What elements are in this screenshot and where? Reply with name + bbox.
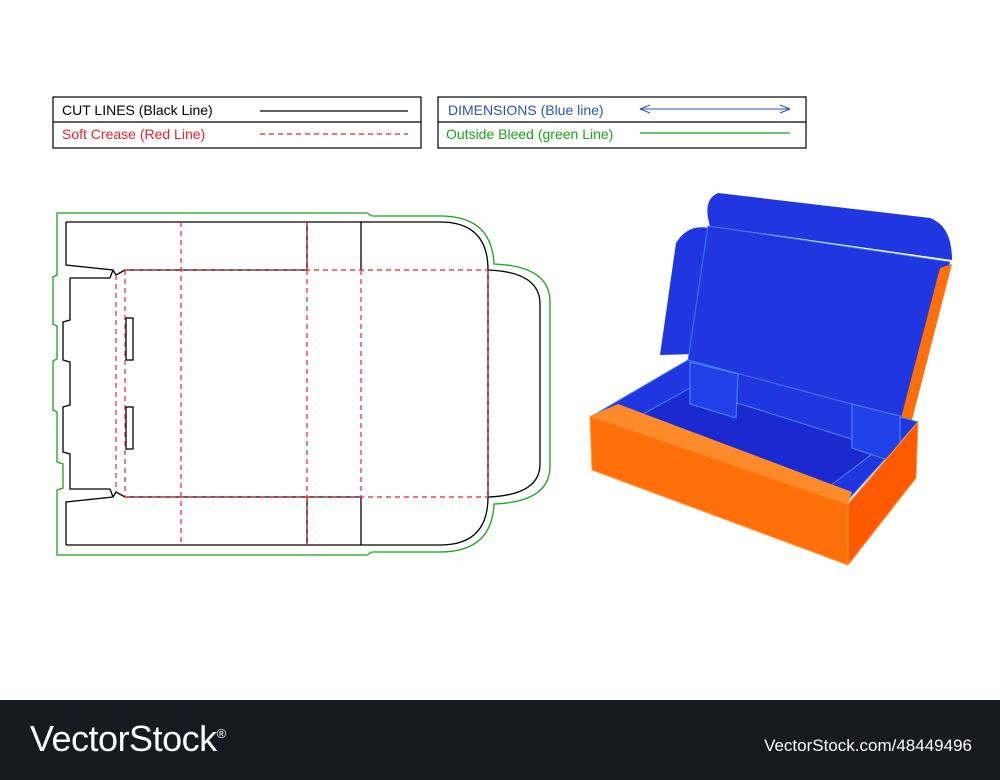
lid-side — [900, 264, 952, 422]
brand-name: VectorStock — [30, 718, 217, 759]
crease-lines — [115, 222, 489, 545]
brand-logo[interactable]: VectorStock® — [30, 718, 226, 760]
box-front-rim — [590, 404, 852, 504]
flat-dieline — [52, 212, 551, 556]
box-3d-illustration — [589, 193, 952, 567]
registered-mark: ® — [216, 726, 227, 741]
lid-top-flap — [707, 193, 952, 260]
legend-table-left: CUT LINES (Black Line) Soft Crease (Red … — [52, 96, 422, 149]
bleed-outline — [52, 212, 551, 556]
legend-cut-lines-label: CUT LINES (Black Line) — [62, 102, 213, 118]
legend-outside-bleed-label: Outside Bleed (green Line) — [446, 126, 613, 142]
legend-dimension-arrow — [639, 104, 791, 114]
legend-soft-crease-label: Soft Crease (Red Line) — [62, 126, 205, 142]
box-inner-left-tab — [689, 361, 739, 419]
legend-dimensions-label: DIMENSIONS (Blue line) — [448, 102, 604, 118]
box-right-wall — [847, 420, 919, 567]
footer-bar: VectorStock® VectorStock.com/48449496 — [0, 700, 1000, 780]
image-credit[interactable]: VectorStock.com/48449496 — [764, 736, 972, 755]
legend-table-right: DIMENSIONS (Blue line) Outside Bleed (gr… — [437, 96, 807, 149]
